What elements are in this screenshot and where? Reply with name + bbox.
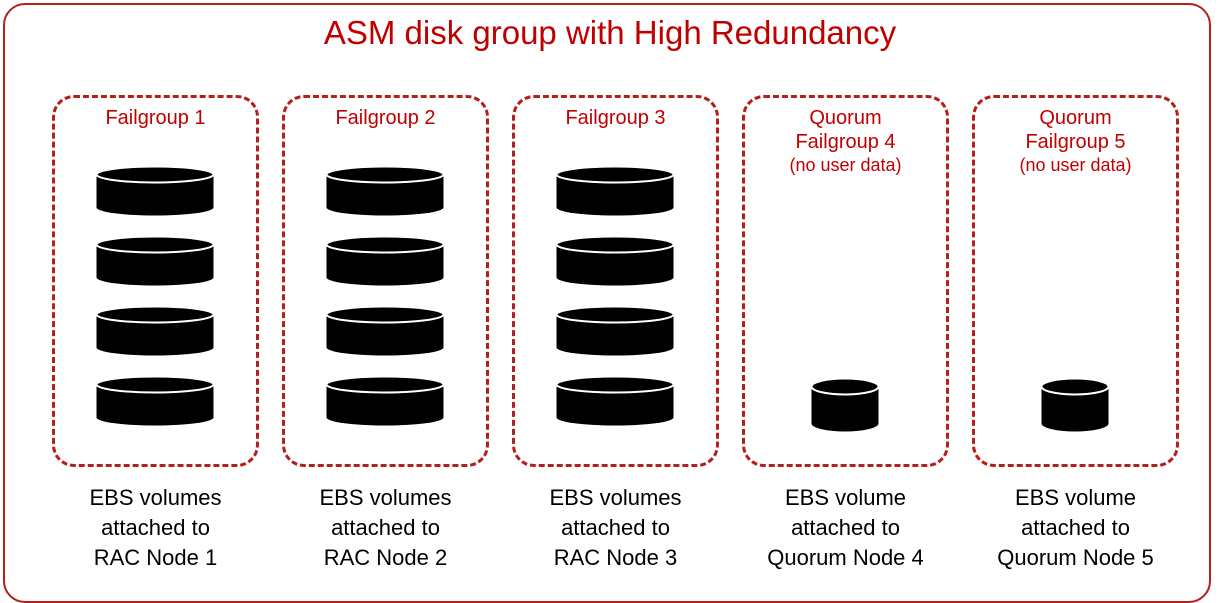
failgroup-caption: EBS volumes attached to RAC Node 1 <box>52 483 259 573</box>
disk-top <box>555 375 675 394</box>
disk-top <box>325 375 445 394</box>
ebs-volume-icon <box>325 165 445 222</box>
failgroup-caption: EBS volume attached to Quorum Node 4 <box>742 483 949 573</box>
ebs-volume-icon <box>95 375 215 432</box>
disk-top <box>555 305 675 324</box>
disk-top <box>95 375 215 394</box>
disk-top <box>95 165 215 184</box>
ebs-volume-icon <box>555 235 675 292</box>
caption-line: Quorum Node 4 <box>767 545 924 570</box>
disk-volume-icon <box>1040 377 1110 432</box>
disk-top <box>95 235 215 254</box>
caption-line: RAC Node 3 <box>553 545 678 570</box>
caption-line: attached to <box>1021 515 1130 540</box>
failgroup-caption: EBS volumes attached to RAC Node 2 <box>282 483 489 573</box>
ebs-volume-icon <box>555 375 675 432</box>
disk-top <box>1040 377 1110 396</box>
disk-top <box>810 377 880 396</box>
caption-line: Quorum Node 5 <box>997 545 1154 570</box>
disk-top <box>95 305 215 324</box>
caption-line: EBS volumes <box>89 485 222 510</box>
disk-top <box>555 165 675 184</box>
failgroup-2-box: Failgroup 2 <box>282 95 489 467</box>
failgroup-caption: EBS volume attached to Quorum Node 5 <box>972 483 1179 573</box>
caption-line: EBS volumes <box>319 485 452 510</box>
failgroup-label-line: Failgroup 1 <box>105 107 206 129</box>
disk-volume-icon <box>95 165 215 216</box>
disk-volume-icon <box>555 375 675 426</box>
failgroup-label-line: Failgroup 4 <box>795 131 896 153</box>
caption-line: EBS volumes <box>549 485 682 510</box>
diagram-title: ASM disk group with High Redundancy <box>323 14 897 51</box>
disk-top <box>325 235 445 254</box>
disk-volume-icon <box>95 375 215 426</box>
caption-line: EBS volume <box>784 485 907 510</box>
ebs-volume-icon <box>810 377 880 438</box>
ebs-volume-icon <box>95 165 215 222</box>
ebs-volume-icon <box>555 305 675 362</box>
disk-top <box>555 235 675 254</box>
failgroup-label-line: Failgroup 2 <box>335 107 436 129</box>
ebs-volume-icon <box>325 375 445 432</box>
disk-volume-icon <box>95 305 215 356</box>
ebs-volume-icon <box>95 305 215 362</box>
failgroup-label-line: Quorum <box>1039 107 1112 129</box>
disk-volume-icon <box>95 235 215 286</box>
failgroup-sublabel: (no user data) <box>789 155 902 175</box>
caption-line: attached to <box>791 515 900 540</box>
disk-volume-icon <box>325 165 445 216</box>
disk-volume-icon <box>325 375 445 426</box>
disk-volume-icon <box>555 165 675 216</box>
failgroup-label-line: Quorum <box>809 107 882 129</box>
disk-volume-icon <box>325 235 445 286</box>
caption-line: attached to <box>561 515 670 540</box>
failgroup-3-box: Failgroup 3 <box>512 95 719 467</box>
failgroup-label-line: Failgroup 5 <box>1025 131 1126 153</box>
caption-line: EBS volume <box>1014 485 1137 510</box>
failgroup-label-line: Failgroup 3 <box>565 107 666 129</box>
caption-line: attached to <box>101 515 210 540</box>
ebs-volume-icon <box>325 305 445 362</box>
disk-volume-icon <box>555 235 675 286</box>
ebs-volume-icon <box>325 235 445 292</box>
disk-top <box>325 165 445 184</box>
failgroup-label: Failgroup 3 <box>515 106 716 130</box>
failgroup-label: Failgroup 2 <box>285 106 486 130</box>
failgroup-1-box: Failgroup 1 <box>52 95 259 467</box>
ebs-volume-icon <box>1040 377 1110 438</box>
disk-volume-icon <box>810 377 880 432</box>
failgroup-label: Failgroup 1 <box>55 106 256 130</box>
caption-line: RAC Node 1 <box>93 545 218 570</box>
disk-volume-icon <box>555 305 675 356</box>
caption-line: attached to <box>331 515 440 540</box>
failgroup-sublabel: (no user data) <box>1019 155 1132 175</box>
ebs-volume-icon <box>555 165 675 222</box>
disk-top <box>325 305 445 324</box>
ebs-volume-icon <box>95 235 215 292</box>
caption-line: RAC Node 2 <box>323 545 448 570</box>
failgroup-caption: EBS volumes attached to RAC Node 3 <box>512 483 719 573</box>
disk-volume-icon <box>325 305 445 356</box>
